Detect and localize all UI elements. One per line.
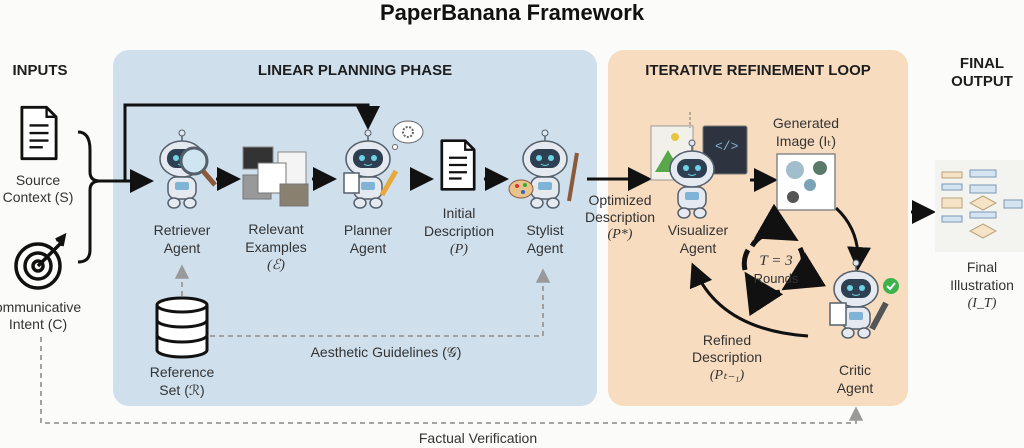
optimized-description-label: Description — [584, 209, 656, 225]
optimized-description-label: (P*) — [607, 227, 633, 242]
optimized-description-label: Optimized — [588, 192, 652, 208]
rounds-label: Rounds — [753, 271, 799, 286]
inputs-heading: INPUTS — [12, 62, 68, 79]
arrow-to-planner — [123, 103, 380, 181]
planner-robot-icon — [343, 129, 399, 209]
planner-agent-label: Planner — [343, 222, 393, 238]
generated-image-icon — [776, 153, 836, 211]
generated-image-label: Generated — [772, 115, 840, 131]
generated-image-label: Image (Iₜ) — [775, 133, 837, 149]
retriever-agent-label: Retriever — [153, 222, 211, 238]
target-icon — [14, 232, 67, 290]
initial-description-label: Description — [423, 223, 495, 239]
thought-gear-icon — [392, 120, 424, 150]
final-heading-1: FINAL — [959, 55, 1005, 72]
critic-agent-label: Critic — [839, 362, 871, 378]
critic-robot-icon — [829, 259, 889, 339]
initial-description-label: Initial — [442, 205, 476, 221]
reference-set-label: Reference — [149, 364, 215, 380]
intent-label: Intent (C) — [8, 316, 68, 332]
rounds-label: T = 3 — [759, 253, 793, 269]
final-heading-2: OUTPUT — [951, 73, 1013, 90]
stylist-robot-icon — [508, 129, 579, 209]
factual-verification-label: Factual Verification — [418, 430, 538, 446]
page-title: PaperBanana Framework — [379, 0, 645, 25]
aesthetic-guidelines-edge — [210, 268, 551, 337]
relevant-examples-label: (ℰ) — [267, 258, 285, 273]
aesthetic-guidelines-label: Aesthetic Guidelines (𝒢) — [310, 344, 462, 360]
source-context-label: Source — [15, 172, 61, 188]
stylist-agent-label: Stylist — [526, 222, 564, 238]
retriever-robot-icon — [159, 129, 217, 209]
relevant-examples-label: Examples — [245, 239, 307, 255]
input-brace — [77, 130, 101, 264]
cycle-arrows-icon — [741, 203, 827, 317]
intent-label: ommunicative — [0, 299, 82, 315]
relevant-examples-icon — [242, 146, 309, 207]
final-illustration-label: (I_T) — [967, 296, 997, 311]
iterative-loop-heading: ITERATIVE REFINEMENT LOOP — [645, 62, 871, 79]
reference-database-icon — [155, 296, 209, 359]
visualizer-agent-label: Visualizer — [667, 222, 729, 238]
source-document-icon — [20, 105, 58, 161]
initial-description-icon — [440, 139, 476, 191]
retriever-agent-label: Agent — [163, 240, 201, 256]
final-illustration-icon — [935, 160, 1024, 252]
linear-planning-panel — [113, 50, 597, 406]
initial-description-label: (P) — [450, 242, 468, 257]
refined-description-label: Refined — [702, 332, 752, 348]
reference-set-label: Set (ℛ) — [159, 382, 205, 398]
refined-description-label: (Pₜ₋₁) — [709, 368, 745, 383]
refined-description-label: Description — [691, 349, 763, 365]
stylist-agent-label: Agent — [526, 240, 564, 256]
relevant-examples-label: Relevant — [248, 221, 304, 237]
source-context-label: Context (S) — [2, 189, 74, 205]
final-illustration-label: Final — [966, 259, 998, 275]
visualizer-agent-label: Agent — [679, 240, 717, 256]
final-illustration-label: Illustration — [950, 277, 1014, 293]
linear-phase-heading: LINEAR PLANNING PHASE — [257, 62, 453, 79]
svg-text:</>: </> — [715, 139, 739, 154]
planner-agent-label: Agent — [349, 240, 387, 256]
check-badge-icon — [883, 278, 899, 294]
critic-agent-label: Agent — [836, 380, 874, 396]
